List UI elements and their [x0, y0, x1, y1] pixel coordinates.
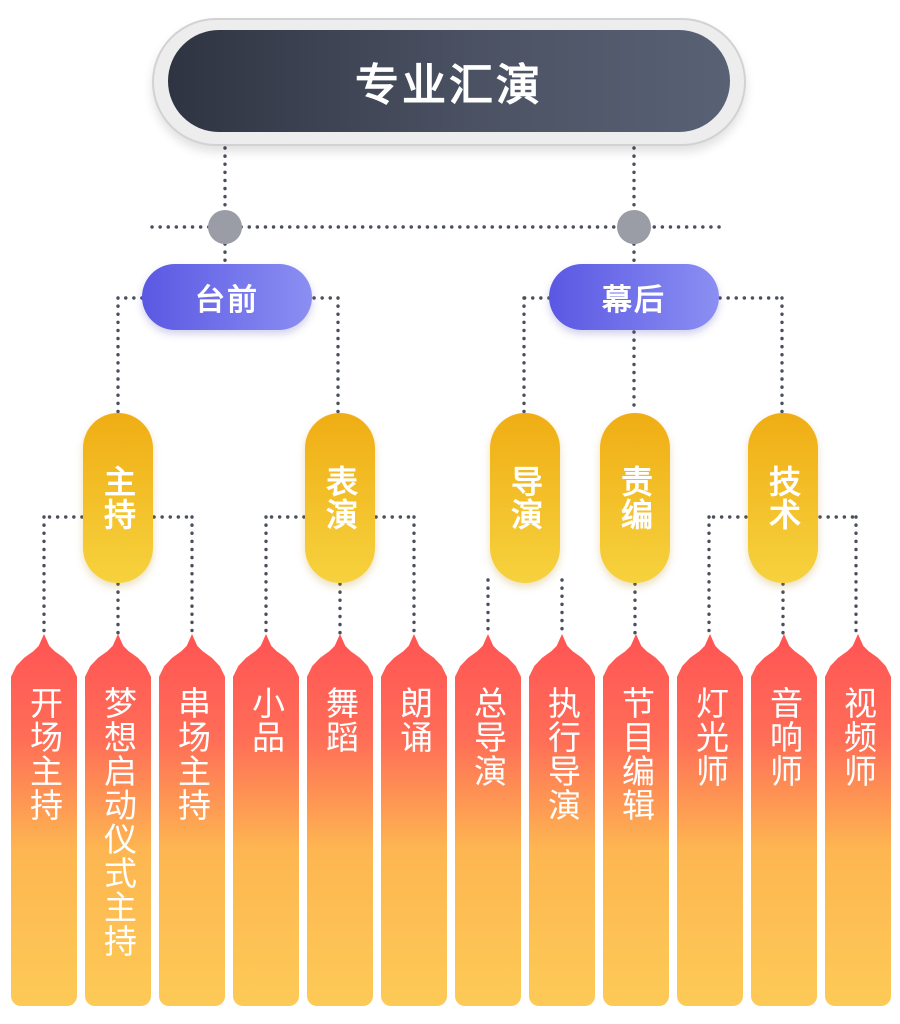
leaf-label: 小品	[246, 686, 286, 754]
sub-label: 表演	[321, 465, 359, 531]
group-node-muhou: 幕后	[549, 264, 719, 330]
group-label: 幕后	[602, 283, 666, 318]
leaf-label: 音响师	[764, 686, 804, 788]
leaf-label: 总导演	[468, 686, 508, 788]
leaf-node: 朗诵	[381, 634, 447, 1006]
leaf-node: 执行导演	[529, 634, 595, 1006]
sub-label: 技术	[764, 465, 802, 531]
leaf-node: 小品	[233, 634, 299, 1006]
leaf-node: 灯光师	[677, 634, 743, 1006]
leaf-label: 梦想启动仪式主持	[98, 686, 138, 958]
sub-node-jishu: 技术	[748, 413, 818, 583]
leaf-label: 串场主持	[172, 686, 212, 822]
leaf-node: 梦想启动仪式主持	[85, 634, 151, 1006]
root-node-inner: 专业汇演	[168, 30, 730, 132]
leaf-label: 开场主持	[24, 686, 64, 822]
group-node-taiqian: 台前	[142, 264, 312, 330]
root-label: 专业汇演	[355, 60, 543, 111]
leaf-label: 执行导演	[542, 686, 582, 822]
leaf-label: 朗诵	[394, 686, 434, 754]
leaf-label: 舞蹈	[320, 686, 360, 754]
leaf-node: 舞蹈	[307, 634, 373, 1006]
leaf-label: 节目编辑	[616, 686, 656, 822]
leaf-node: 串场主持	[159, 634, 225, 1006]
sub-node-zebian: 责编	[600, 413, 670, 583]
root-node: 专业汇演	[152, 18, 746, 146]
hub-dot-left	[208, 210, 242, 244]
leaf-node: 总导演	[455, 634, 521, 1006]
sub-label: 导演	[506, 465, 544, 531]
leaf-node: 开场主持	[11, 634, 77, 1006]
hub-dot-right	[617, 210, 651, 244]
sub-node-daoyan: 导演	[490, 413, 560, 583]
sub-node-zhuchi: 主持	[83, 413, 153, 583]
leaf-label: 灯光师	[690, 686, 730, 788]
sub-node-biaoyan: 表演	[305, 413, 375, 583]
leaf-node: 节目编辑	[603, 634, 669, 1006]
leaf-node: 视频师	[825, 634, 891, 1006]
leaf-node: 音响师	[751, 634, 817, 1006]
sub-label: 主持	[99, 465, 137, 531]
group-label: 台前	[195, 283, 259, 318]
sub-label: 责编	[616, 465, 654, 531]
leaf-label: 视频师	[838, 686, 878, 788]
